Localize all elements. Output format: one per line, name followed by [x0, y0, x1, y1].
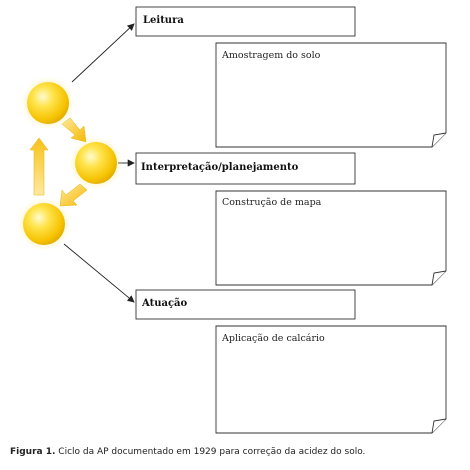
sphere-interpretacao: [69, 136, 123, 190]
stage-label-interpretacao: Interpretação/planejamento: [141, 162, 299, 173]
connector-leitura: [71, 23, 135, 83]
cycle-arrow-middle-to-bottom: [59, 183, 88, 207]
figure-caption: Figura 1. Ciclo da AP documentado em 192…: [10, 447, 365, 457]
note-text-amostragem: Amostragem do solo: [222, 50, 321, 61]
stage-box-leitura: [135, 6, 356, 37]
sphere-atuacao: [17, 197, 71, 251]
cycle-arrow-top-to-middle: [61, 117, 87, 143]
stage-box-interpretacao: [135, 152, 356, 185]
connector-atuacao: [63, 243, 135, 303]
caption-prefix: Figura 1.: [10, 447, 56, 457]
cycle-arrow-bottom-to-top: [29, 137, 49, 196]
stage-box-atuacao: [135, 289, 356, 320]
sphere-leitura: [21, 76, 75, 130]
note-text-aplicacao: Aplicação de calcário: [222, 333, 325, 344]
stage-label-atuacao: Atuação: [142, 298, 188, 309]
stage-label-leitura: Leitura: [143, 15, 184, 26]
caption-text: Ciclo da AP documentado em 1929 para cor…: [58, 447, 366, 457]
note-text-construcao: Construção de mapa: [222, 197, 322, 208]
